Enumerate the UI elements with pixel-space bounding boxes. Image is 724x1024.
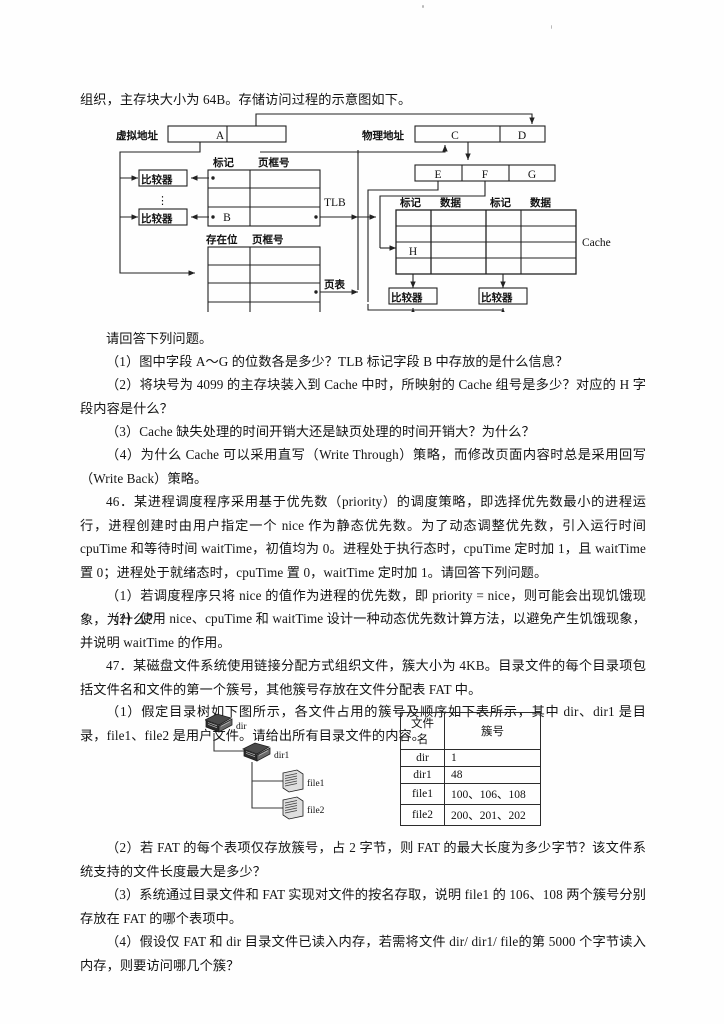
tree-node-file2-icon bbox=[282, 796, 304, 820]
scan-speckle bbox=[551, 25, 552, 29]
table-row: file2 200、201、202 bbox=[400, 804, 541, 826]
label-cache-data-1: 数据 bbox=[439, 196, 461, 209]
question-47-stem: 47．某磁盘文件系统使用链接分配方式组织文件，簇大小为 4KB。目录文件的每个目… bbox=[80, 658, 646, 697]
cell-file-name: dir bbox=[400, 749, 445, 767]
memory-access-diagram: 虚拟地址 物理地址 标记 页框号 存在位 页框号 标记 数据 标记 数据 比较器… bbox=[100, 112, 645, 312]
question-45-4: （4）为什么 Cache 可以采用直写（Write Through）策略，而修改… bbox=[80, 447, 646, 486]
clusters-table: 文件名 簇号 dir 1 dir1 48 file1 100、106、108 f… bbox=[400, 712, 541, 826]
question-47-1: （1）假定目录树如下图所示，各文件占用的簇号及顺序如下表所示，其中 dir、di… bbox=[80, 704, 646, 743]
question-45-2: （2）将块号为 4099 的主存块装入到 Cache 中时，所映射的 Cache… bbox=[80, 377, 646, 416]
cell-clusters: 200、201、202 bbox=[444, 804, 541, 826]
cell-file-name: file1 bbox=[400, 783, 445, 805]
label-present-bit: 存在位 bbox=[206, 233, 238, 246]
tree-node-dir1-label: dir1 bbox=[274, 751, 290, 761]
tree-node-dir-label: dir bbox=[236, 722, 247, 732]
label-comparator-cache-2: 比较器 bbox=[481, 291, 513, 304]
header-cluster-number: 簇号 bbox=[444, 712, 541, 750]
label-cache-tag-1: 标记 bbox=[399, 196, 421, 209]
field-A: A bbox=[216, 130, 225, 142]
cell-clusters: 1 bbox=[444, 749, 541, 767]
paragraph-intro: 组织，主存块大小为 64B。存储访问过程的示意图如下。 bbox=[80, 92, 412, 107]
cell-clusters: 48 bbox=[444, 766, 541, 784]
label-tlb-tag: 标记 bbox=[212, 156, 234, 169]
label-page-table: 页表 bbox=[324, 278, 345, 291]
question-45-3: （3）Cache 缺失处理的时间开销大还是缺页处理的时间开销大？为什么？ bbox=[106, 424, 535, 439]
question-47-3: （3）系统通过目录文件和 FAT 实现对文件的按名存取，说明 file1 的 1… bbox=[80, 887, 646, 926]
label-comparator-tlb-2: 比较器 bbox=[141, 212, 173, 225]
label-tlb: TLB bbox=[324, 197, 346, 209]
directory-tree-svg: dir dir1 file1 file2 bbox=[204, 713, 325, 820]
field-C: C bbox=[451, 130, 459, 142]
paragraph-please-answer: 请回答下列问题。 bbox=[106, 331, 213, 346]
field-B: B bbox=[223, 212, 231, 224]
tree-node-dir1-icon bbox=[242, 742, 271, 762]
label-pt-frame: 页框号 bbox=[252, 233, 284, 246]
field-G: G bbox=[528, 169, 536, 181]
tree-node-dir-icon bbox=[204, 713, 233, 733]
label-comparator-cache-1: 比较器 bbox=[391, 291, 423, 304]
cell-file-name: file2 bbox=[400, 804, 445, 826]
label-tlb-frame: 页框号 bbox=[258, 156, 290, 169]
directory-tree-figure: dir dir1 file1 file2 bbox=[204, 712, 345, 824]
memory-access-diagram-svg: 虚拟地址 物理地址 标记 页框号 存在位 页框号 标记 数据 标记 数据 比较器… bbox=[116, 113, 611, 312]
question-46-stem: 46．某进程调度程序采用基于优先数（priority）的调度策略，即选择优先数最… bbox=[80, 494, 646, 580]
table-row: dir1 48 bbox=[400, 766, 541, 784]
question-47-4: （4）假设仅 FAT 和 dir 目录文件已读入内存，若需将文件 dir/ di… bbox=[80, 934, 646, 973]
label-cache: Cache bbox=[582, 237, 611, 249]
tree-node-file1-icon bbox=[282, 769, 304, 793]
label-physical-address: 物理地址 bbox=[362, 129, 404, 142]
scan-speckle bbox=[422, 5, 424, 8]
tree-node-file1-label: file1 bbox=[307, 778, 325, 789]
label-cache-data-2: 数据 bbox=[529, 196, 551, 209]
tree-node-file2-label: file2 bbox=[307, 805, 325, 816]
table-row: file1 100、106、108 bbox=[400, 783, 541, 805]
question-47-2: （2）若 FAT 的每个表项仅存放簇号，占 2 字节，则 FAT 的最大长度为多… bbox=[80, 840, 646, 879]
label-cache-tag-2: 标记 bbox=[489, 196, 511, 209]
header-file-name: 文件名 bbox=[400, 712, 445, 750]
question-46-2: （2）使用 nice、cpuTime 和 waitTime 设计一种动态优先数计… bbox=[80, 611, 646, 650]
cell-file-name: dir1 bbox=[400, 766, 445, 784]
field-H: H bbox=[409, 246, 417, 258]
field-D: D bbox=[518, 130, 526, 142]
cell-clusters: 100、106、108 bbox=[444, 783, 541, 805]
question-46-1: （1）若调度程序只将 nice 的值作为进程的优先数，即 priority = … bbox=[80, 588, 646, 627]
table-row: dir 1 bbox=[400, 749, 541, 767]
field-E: E bbox=[434, 169, 441, 181]
label-comparator-tlb-1: 比较器 bbox=[141, 173, 173, 186]
table-header-row: 文件名 簇号 bbox=[400, 712, 541, 750]
label-ellipsis: ⋮ bbox=[157, 194, 168, 207]
field-F: F bbox=[482, 169, 488, 181]
question-45-1: （1）图中字段 A～G 的位数各是多少？TLB 标记字段 B 中存放的是什么信息… bbox=[106, 354, 569, 369]
label-virtual-address: 虚拟地址 bbox=[116, 129, 158, 142]
